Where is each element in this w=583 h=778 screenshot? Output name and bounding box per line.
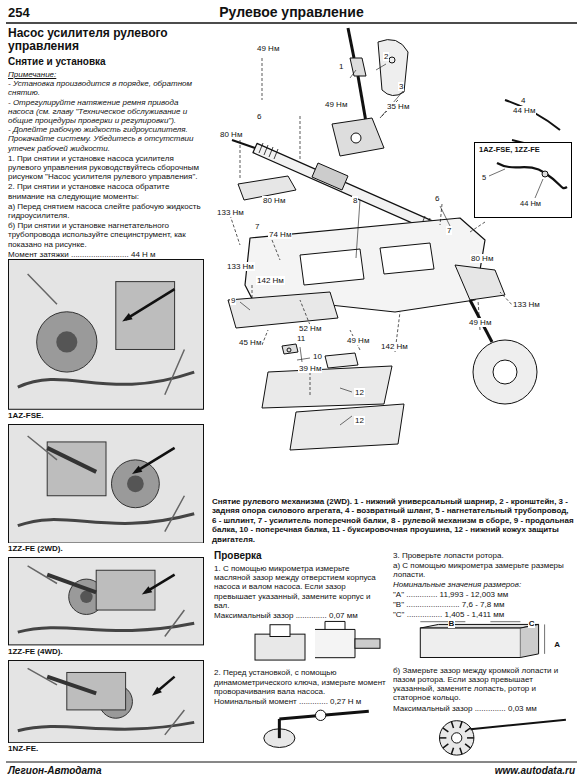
exploded-view (228, 28, 560, 450)
photo-caption: 1NZ-FE. (8, 744, 204, 754)
header-rule (6, 22, 577, 24)
torque-value: 44 Нм (512, 106, 536, 115)
subsection-heading: Снятие и установка (8, 56, 204, 68)
callout-number: 7 (446, 226, 452, 235)
page-number: 254 (8, 5, 30, 20)
text-column: 3. Проверьте лопасти ротора.а) С помощью… (393, 550, 575, 758)
body-text: а) С помощью микрометра замерьте размеры… (393, 561, 575, 579)
note-text: Номинальные значения размеров: (393, 580, 575, 589)
torque-value: 45 Нм (238, 338, 262, 347)
callout-number: 10 (312, 352, 323, 361)
callout-number: 12 (354, 416, 365, 425)
torque-value: 74 Нм (268, 230, 292, 239)
spec-value: "C" ................ 1,405 - 1,411 мм (393, 610, 575, 619)
photo-caption: 1ZZ-FE (4WD). (8, 647, 204, 657)
torque-value: 133 Нм (216, 208, 245, 217)
callout-number: 3 (398, 82, 404, 91)
spec-value: "A" .............. 11,993 - 12,003 мм (393, 590, 575, 599)
section-heading: Насос усилителя рулевого управления (8, 27, 204, 53)
dimension-letter: A (553, 640, 561, 649)
figure-panel (214, 620, 386, 667)
inset-box: 1AZ-FSE, 1ZZ-FE 5 44 Нм (474, 142, 572, 218)
text-column: Насос усилителя рулевого управленияСняти… (8, 27, 204, 757)
callout-number: 9 (230, 296, 236, 305)
torque-value: 142 Нм (256, 276, 285, 285)
note-text: - Отрегулируйте натяжение ремня привода … (8, 98, 204, 126)
torque-value: 44 Нм (519, 199, 542, 208)
spec-value: "B" ........................ 7,6 - 7,8 м… (393, 600, 575, 609)
torque-value: 49 Нм (256, 44, 280, 53)
figure-panel (8, 424, 204, 544)
body-text: 1. С помощью микрометра измерьте масляно… (214, 564, 386, 610)
callout-number: 4 (520, 96, 526, 105)
photo-caption: 1ZZ-FE (2WD). (8, 544, 204, 554)
spec-value: Максимальный зазор .............. 0,03 м… (393, 704, 575, 713)
callout-number: 2 (383, 52, 389, 61)
torque-value: 133 Нм (226, 262, 255, 271)
callout-number: 7 (254, 222, 260, 231)
torque-value: 80 Нм (219, 130, 243, 139)
publisher: Легион-Автодата (8, 765, 102, 776)
figure-panel (393, 713, 575, 758)
dimension-letter: B (448, 619, 456, 628)
callout-number: 11 (296, 334, 306, 343)
inset-heading: 1AZ-FSE, 1ZZ-FE (478, 145, 541, 154)
figure-panel (8, 259, 204, 410)
callout-number: 6 (256, 112, 262, 121)
torque-value: 80 Нм (470, 254, 494, 263)
photo-caption: 1AZ-FSE. (8, 411, 204, 421)
figure-panel (214, 706, 386, 758)
callout-number: 6 (434, 194, 440, 203)
torque-value: 52 Нм (298, 324, 322, 333)
note-heading: Примечание: (8, 70, 204, 79)
text-column: Проверка 1. С помощью микрометра измерьте… (214, 550, 386, 758)
torque-value: 49 Нм (346, 336, 370, 345)
figure-panel: B C A (393, 619, 575, 664)
figure-panel (8, 557, 204, 645)
spec-value: Номинальный момент ............. 0,27 Н … (214, 697, 386, 706)
torque-value: 39 Нм (298, 364, 322, 373)
torque-value: 80 Нм (262, 196, 286, 205)
body-text: а) Перед снятием насоса слейте рабочую ж… (8, 202, 204, 220)
website: www.autodata.ru (495, 765, 575, 776)
body-text: 1. При снятии и установке насоса усилите… (8, 154, 204, 182)
callout-number: 12 (354, 388, 365, 397)
figure-panel (8, 660, 204, 743)
torque-value: 49 Нм (468, 318, 492, 327)
body-text: 3. Проверьте лопасти ротора. (393, 551, 575, 560)
torque-value: 142 Нм (380, 342, 409, 351)
subsection-heading: Проверка (214, 550, 386, 562)
note-text: - Установка производится в порядке, обра… (8, 79, 204, 97)
body-text: 2. Перед установкой, с помощью динамомет… (214, 668, 386, 696)
note-text: - Долейте рабочую жидкость гидроусилител… (8, 125, 204, 153)
body-text: 2. При снятии и установке насоса обратит… (8, 182, 204, 200)
body-text: б) Замерьте зазор между кромкой лопасти … (393, 666, 575, 703)
figure-caption: Снятие рулевого механизма (2WD). 1 - ниж… (212, 497, 574, 544)
torque-value: 133 Нм (512, 300, 541, 309)
callout-number: 5 (481, 173, 487, 182)
page-title: Рулевое управление (0, 4, 583, 20)
footer-rule (6, 762, 577, 763)
body-text: б) При снятии и установке нагнетательног… (8, 221, 204, 249)
callout-number: 8 (352, 196, 358, 205)
spec-value: Максимальный зазор .............. 0,07 м… (214, 611, 386, 620)
torque-spec: Момент затяжки .........................… (8, 250, 204, 259)
torque-value: 35 Нм (386, 102, 410, 111)
callout-number: 1 (338, 62, 344, 71)
dimension-letter: C (528, 619, 536, 628)
torque-value: 49 Нм (324, 100, 348, 109)
